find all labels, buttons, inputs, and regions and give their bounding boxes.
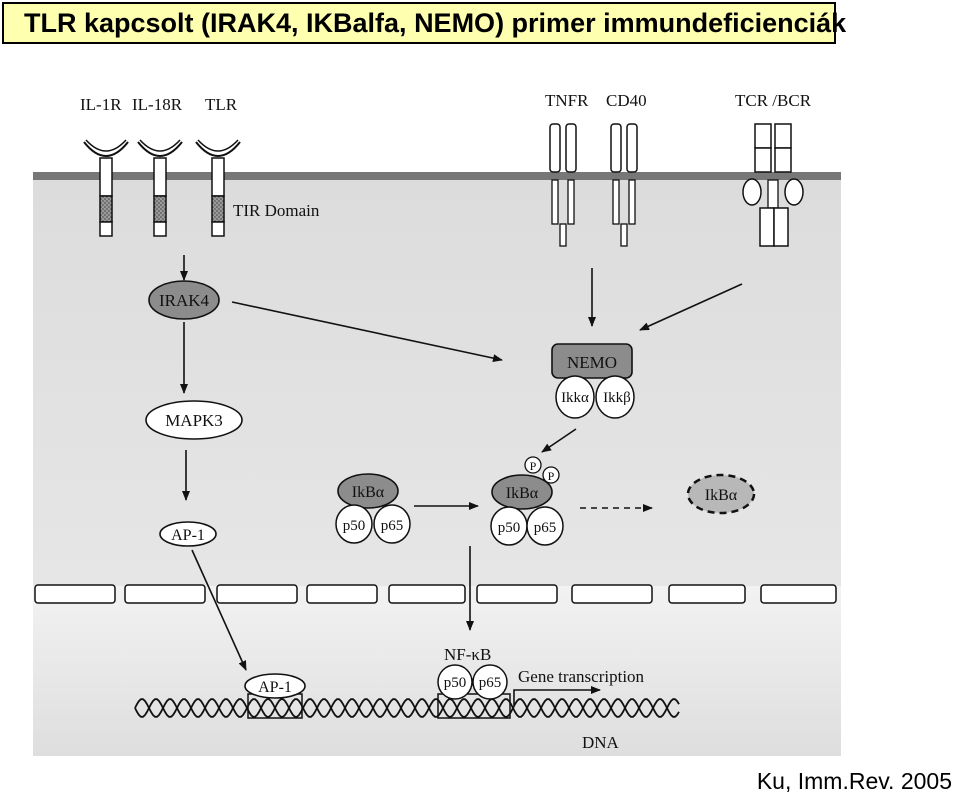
- arrow-irak4-to-nemo: [231, 301, 503, 363]
- phosphate-a-label: P: [530, 459, 537, 473]
- p65-node-1: [373, 504, 411, 544]
- gene-transcription-arrow: [513, 686, 601, 705]
- p65-label-3: p65: [479, 675, 502, 691]
- nfkb-dna-box: [437, 693, 511, 719]
- p65-node-3: [472, 664, 508, 700]
- ap1-dna-node: [244, 673, 306, 699]
- tir-domain-label: TIR Domain: [233, 201, 320, 220]
- phosphate-b-label: P: [548, 469, 555, 483]
- gene-transcription-label: Gene transcription: [518, 667, 645, 686]
- phosphate-b: [542, 466, 560, 484]
- il18r-label: IL-18R: [132, 95, 183, 114]
- p65-label-2: p65: [534, 520, 557, 536]
- ap1-label: AP-1: [171, 527, 205, 544]
- p65-node-2: [526, 506, 564, 546]
- p50-node-3: [437, 664, 473, 700]
- tcr-bcr-label: TCR /BCR: [735, 91, 812, 110]
- plasma-membrane: [33, 172, 841, 180]
- cytoplasm: [33, 176, 841, 586]
- tcr-bcr-receptor: [742, 123, 804, 247]
- nemo-node: [551, 343, 633, 379]
- ikba-label-1: IkBα: [352, 484, 385, 501]
- p50-label-2: p50: [498, 520, 521, 536]
- phosphate-a: [524, 456, 542, 474]
- ap1-dna-label: AP-1: [258, 679, 292, 696]
- ikba-node-2: [491, 474, 553, 510]
- cd40-receptor: [610, 123, 638, 247]
- tlr-label: TLR: [205, 95, 238, 114]
- ikba-label-2: IkBα: [506, 485, 539, 502]
- ap1-node: [159, 521, 217, 547]
- ikba-degraded-node: [686, 473, 756, 515]
- cd40-label: CD40: [606, 91, 647, 110]
- mapk3-label: MAPK3: [165, 411, 223, 430]
- ikba-node-1: [337, 473, 399, 509]
- ikka-label: Ikkα: [561, 390, 589, 406]
- dna-helix: [134, 698, 680, 718]
- nfkb-label: NF-κB: [444, 645, 491, 664]
- ikba-degraded-label: IkBα: [705, 487, 738, 504]
- arrow-tcr-to-nemo: [639, 283, 743, 331]
- il1r-label: IL-1R: [80, 95, 122, 114]
- tlr-receptor: [195, 139, 241, 237]
- irak4-label: IRAK4: [159, 291, 210, 310]
- ikkb-node: [595, 375, 635, 419]
- arrow-ap1-to-dna: [191, 549, 247, 671]
- p50-node-1: [335, 504, 373, 544]
- citation: Ku, Imm.Rev. 2005: [756, 768, 952, 794]
- nucleus: [33, 586, 841, 756]
- nuclear-envelope: [34, 584, 837, 604]
- p50-label-3: p50: [444, 675, 467, 691]
- tnfr-label: TNFR: [545, 91, 589, 110]
- ikkb-label: Ikkβ: [603, 390, 631, 406]
- ikka-node: [555, 375, 595, 419]
- p50-label-1: p50: [343, 518, 366, 534]
- slide-title: TLR kapcsolt (IRAK4, IKBalfa, NEMO) prim…: [2, 2, 846, 44]
- tnfr-receptor: [549, 123, 577, 247]
- dna-label: DNA: [582, 733, 620, 752]
- irak4-node: [148, 280, 220, 320]
- il18r-receptor: [137, 139, 183, 237]
- arrow-ikk-to-ikba: [541, 428, 577, 453]
- nemo-label: NEMO: [567, 353, 617, 372]
- p65-label-1: p65: [381, 518, 404, 534]
- mapk3-node: [145, 400, 243, 440]
- il1r-receptor: [83, 139, 129, 237]
